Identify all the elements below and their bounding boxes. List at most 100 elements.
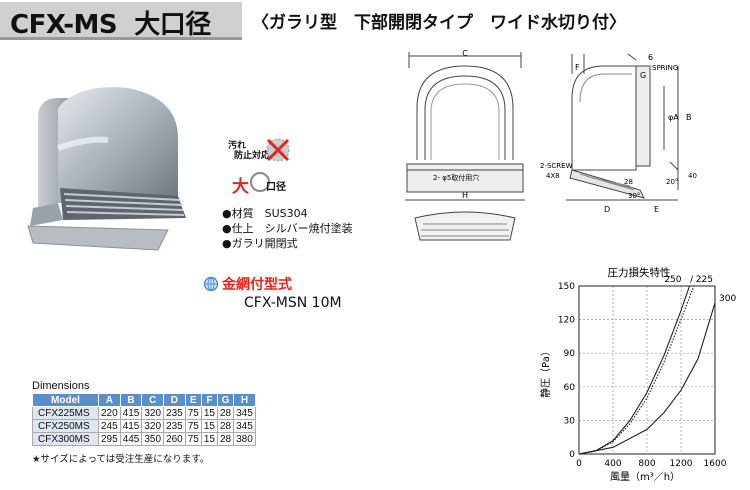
build-to-order-note: ★サイズによっては受注生産になります。	[32, 454, 210, 465]
cell: CFX300MS	[32, 432, 99, 446]
cell: 15	[200, 406, 219, 420]
cell: 320	[141, 419, 165, 433]
product-photo	[27, 87, 186, 251]
x-tick-label: 800	[638, 459, 655, 469]
cell: 245	[98, 419, 121, 433]
dim-g-label: G	[640, 71, 646, 80]
header-model: Model	[32, 393, 99, 407]
cell: 75	[184, 419, 202, 433]
series-label-250: 250	[664, 275, 681, 285]
spec-louver: ●ガラリ開閉式	[222, 237, 298, 250]
dim-20deg-label: 20°	[666, 178, 678, 186]
diameter-circle-icon	[250, 172, 270, 192]
cell: 415	[119, 406, 143, 420]
header-e: E	[184, 393, 202, 407]
spec-finish: ●仕上 シルバー焼付塗装	[222, 222, 353, 235]
side-view-drawing: F 6 SPRING G B φA 2-SCREW 4X8 28 20° 40 …	[540, 53, 697, 214]
series-line-250	[578, 285, 691, 455]
anti-dirt-badge: 汚れ 防止対応	[228, 141, 270, 161]
series-label-separator: /	[690, 275, 694, 285]
cell: 320	[141, 406, 165, 420]
chart-title: 圧力損失特性	[608, 266, 671, 279]
y-tick-label: 120	[558, 316, 575, 326]
dim-a-label: φA	[668, 113, 679, 122]
pressure-loss-chart: 圧力損失特性 250 225 300 / 0 400 800 1200 1600 0 30 60 90…	[539, 266, 736, 483]
header-c: C	[141, 393, 165, 407]
cell: 380	[233, 432, 256, 446]
spec-list: ●材質 SUS304 ●仕上 シルバー焼付塗装 ●ガラリ開閉式	[222, 206, 353, 251]
series-line-300	[578, 302, 716, 455]
header-h: H	[233, 393, 256, 407]
cell: 28	[216, 406, 235, 420]
dim-30deg-label: 30°	[628, 192, 640, 200]
y-tick-label: 60	[564, 383, 576, 393]
dim-6-label: 6	[648, 53, 653, 62]
series-label-225: 225	[696, 275, 713, 285]
cross-icon	[266, 138, 290, 162]
cell: 15	[200, 419, 219, 433]
chart-axes	[578, 285, 716, 455]
cell: 235	[163, 419, 186, 433]
cell: 345	[233, 419, 256, 433]
front-view-drawing: C H 2- φ5取付用穴	[405, 49, 525, 241]
title-background	[0, 2, 242, 40]
mesh-option-title: 金網付型式	[222, 277, 292, 293]
cell: 415	[119, 419, 143, 433]
series-label-300: 300	[719, 294, 736, 304]
header-b: B	[119, 393, 143, 407]
spec-material: ●材質 SUS304	[222, 207, 308, 220]
holes-label: 2- φ5取付用穴	[433, 173, 479, 182]
header-f: F	[200, 393, 219, 407]
large-diameter-char: 大	[232, 177, 249, 197]
header-g: G	[216, 393, 235, 407]
chart-x-label: 風量（m³／h）	[610, 471, 680, 483]
table-row: CFX225MS 220 415 320 235 75 15 28 345	[32, 406, 256, 420]
cell: 28	[216, 419, 235, 433]
y-tick-label: 0	[569, 450, 575, 460]
header-a: A	[98, 393, 121, 407]
cell: 345	[233, 406, 256, 420]
table-row: CFX300MS 295 445 350 260 75 15 28 380	[32, 432, 256, 446]
cell: 28	[216, 432, 235, 446]
cell: 75	[184, 432, 202, 446]
x-tick-label: 1200	[670, 459, 693, 469]
table-row: CFX250MS 245 415 320 235 75 15 28 345	[32, 419, 256, 433]
dim-40-label: 40	[688, 172, 697, 180]
cell: 445	[119, 432, 143, 446]
dim-h-label: H	[462, 191, 468, 200]
page-subtitle: 〈ガラリ型 下部開閉タイプ ワイド水切り付〉	[252, 13, 626, 33]
dimensions-table: Model A B C D E F G H CFX225MS 220 415 3…	[32, 393, 256, 446]
page-title: CFX-MS 大口径	[10, 10, 211, 40]
cell: CFX225MS	[32, 406, 99, 420]
dim-f-label: F	[575, 63, 580, 72]
dim-e-label: E	[654, 205, 659, 214]
dimensions-header-row: Model A B C D E F G H	[32, 393, 256, 407]
large-diameter-label: 口径	[266, 182, 286, 193]
mesh-option-model: CFX-MSN 10M	[244, 295, 342, 311]
cell: CFX250MS	[32, 419, 99, 433]
dim-c-label: C	[462, 49, 468, 58]
x-tick-label: 1600	[704, 459, 727, 469]
series-line-225	[578, 285, 695, 455]
spring-label: SPRING	[652, 64, 678, 72]
cell: 260	[163, 432, 186, 446]
dim-b-label: B	[686, 113, 692, 122]
y-tick-label: 90	[564, 349, 576, 359]
cell: 350	[141, 432, 165, 446]
anti-dirt-line1: 汚れ	[228, 141, 247, 151]
screw-label-2: 4X8	[546, 172, 560, 180]
anti-dirt-line2: 防止対応	[234, 151, 271, 161]
cell: 235	[163, 406, 186, 420]
cell: 295	[98, 432, 121, 446]
x-tick-label: 0	[576, 459, 582, 469]
x-tick-label: 400	[604, 459, 621, 469]
chart-y-label: 静圧（Pa）	[539, 346, 552, 398]
dimensions-label: Dimensions	[32, 380, 90, 392]
screw-label-1: 2-SCREW	[540, 162, 573, 170]
y-tick-label: 30	[564, 416, 576, 426]
cell: 75	[184, 406, 202, 420]
dim-28-label: 28	[624, 178, 633, 186]
dim-d-label: D	[604, 205, 610, 214]
plot-frame	[578, 285, 716, 455]
